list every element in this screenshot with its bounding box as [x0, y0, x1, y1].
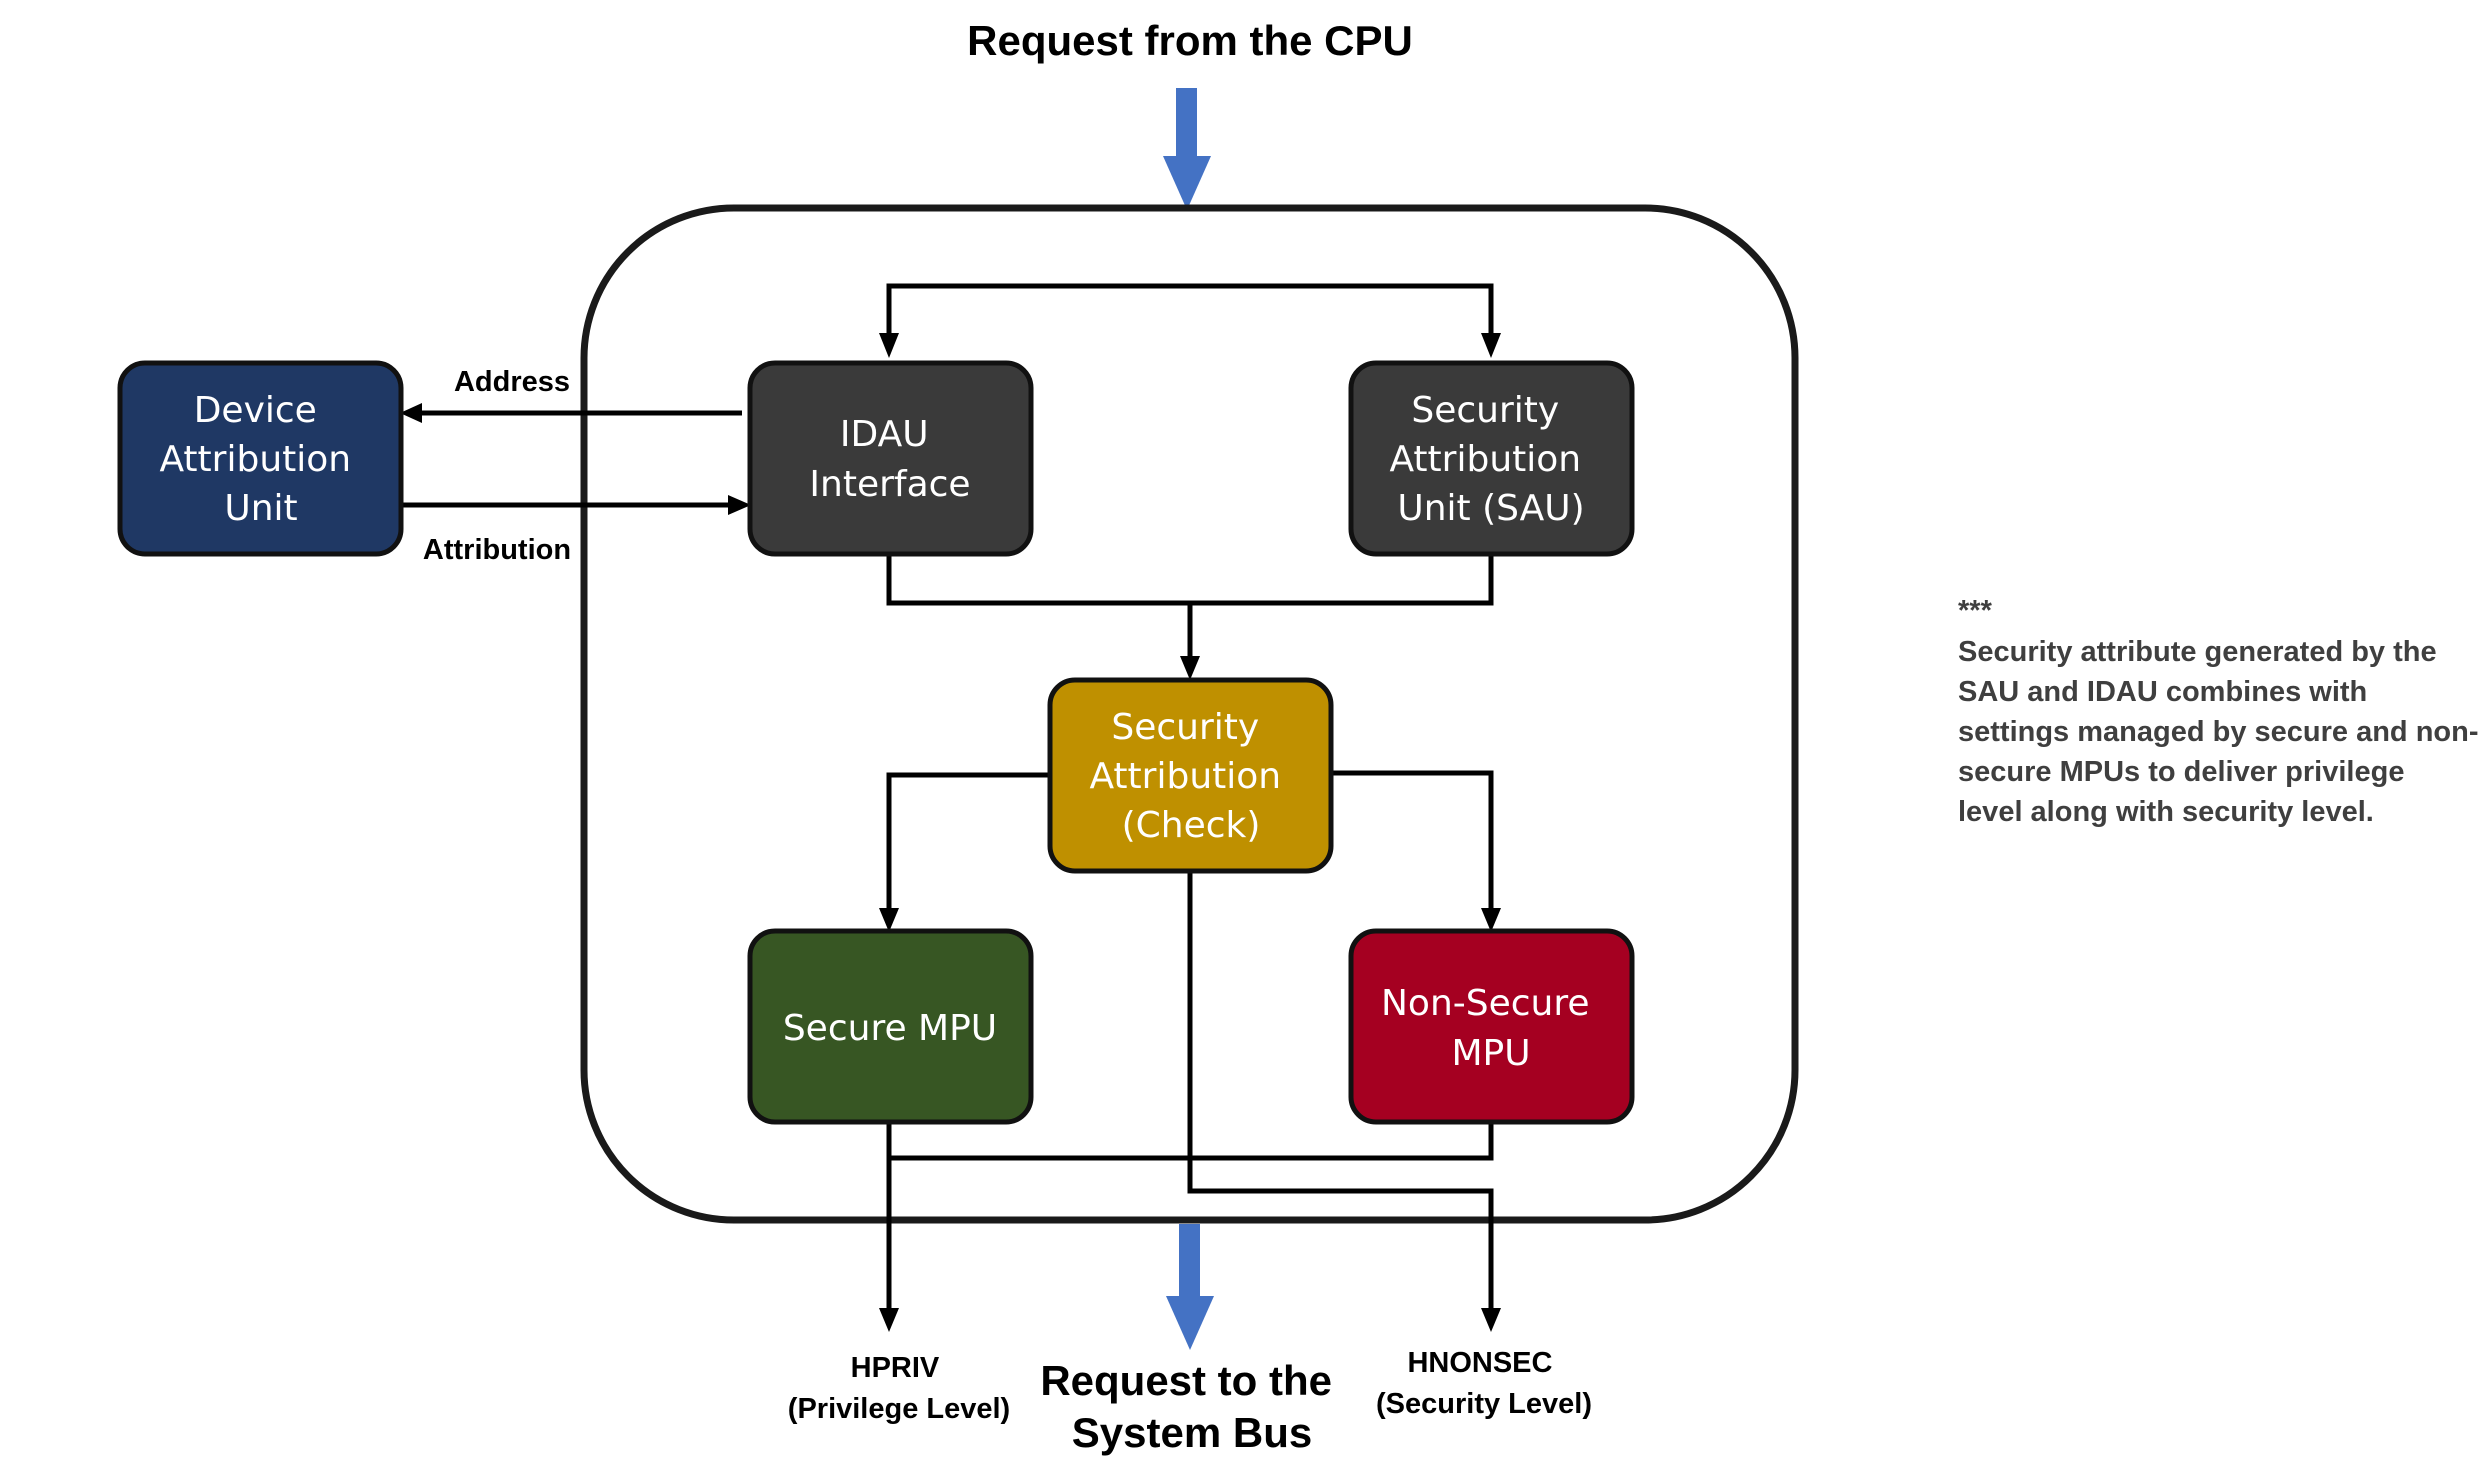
security-check-block: Security Attribution (Check) [1047, 677, 1334, 874]
system-bus-request-arrow [1166, 1224, 1214, 1350]
svg-text:Security Attribution: Security Attribution (Check) [1089, 707, 1292, 846]
request-to-system-bus-title: Request to the System Bus [1040, 1357, 1343, 1456]
hnonsec-output-label: HNONSEC (Security Level) [1376, 1347, 1592, 1420]
svg-text:Non-Secure MPU: Non-Secure MPU [1381, 983, 1601, 1074]
connector-arrowheads [400, 333, 1501, 1332]
secure-mpu-block: Secure MPU [747, 928, 1034, 1125]
svg-text:Secure MPU: Secure MPU [783, 1008, 997, 1049]
address-label: Address [454, 366, 570, 398]
connector-lines [402, 283, 1494, 1310]
sau-block: Security Attribution Unit (SAU) [1348, 360, 1635, 557]
svg-text:Security Attribution: Security Attribution Unit (SAU) [1389, 390, 1592, 529]
cpu-request-arrow [1163, 88, 1211, 210]
side-note: *** Security attribute generated by the … [1958, 595, 2480, 828]
hpriv-output-label: HPRIV (Privilege Level) [788, 1352, 1010, 1425]
security-attribution-frame [580, 204, 1799, 1224]
idau-interface-block: IDAU Interface [747, 360, 1034, 557]
device-attribution-unit-block: Device Attribution Unit [117, 360, 404, 557]
attribution-label: Attribution [423, 534, 571, 566]
svg-text:IDAU Interface: IDAU Interface [809, 414, 970, 505]
request-from-cpu-title: Request from the CPU [967, 17, 1413, 64]
svg-text:Device Attribution: Device Attribution Unit [159, 390, 362, 529]
non-secure-mpu-block: Non-Secure MPU [1348, 928, 1635, 1125]
